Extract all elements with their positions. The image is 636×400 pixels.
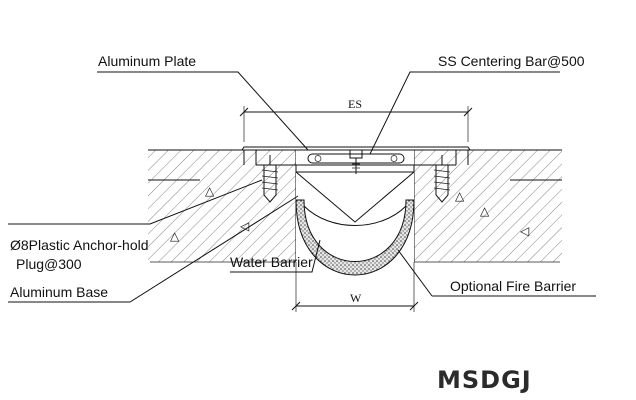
svg-text:△: △ bbox=[170, 229, 180, 243]
anchor-label-line1: Ø8Plastic Anchor-hold bbox=[10, 237, 149, 253]
svg-text:△: △ bbox=[480, 204, 490, 218]
svg-text:△: △ bbox=[205, 184, 215, 198]
svg-text:◁: ◁ bbox=[239, 219, 249, 233]
concrete-slab-right: △ ◁ △ bbox=[413, 149, 562, 263]
svg-text:△: △ bbox=[455, 189, 465, 203]
aluminum-plate-label: Aluminum Plate bbox=[98, 53, 196, 69]
aluminum-base bbox=[295, 171, 415, 223]
centering-bar-label: SS Centering Bar@500 bbox=[438, 53, 585, 69]
water-barrier-label: Water Barrier bbox=[230, 254, 313, 270]
dimension-es: ES bbox=[239, 97, 473, 142]
dimension-w-label: W bbox=[350, 291, 362, 305]
aluminum-base-label: Aluminum Base bbox=[10, 284, 108, 300]
brand-logo: MSDGJ bbox=[437, 366, 532, 394]
dimension-es-label: ES bbox=[348, 97, 362, 111]
anchor-plug-left bbox=[261, 155, 279, 203]
anchor-label-line2: Plug@300 bbox=[16, 256, 82, 272]
water-barrier bbox=[295, 199, 415, 276]
fire-barrier-label: Optional Fire Barrier bbox=[450, 278, 576, 294]
concrete-slab-left: △ △ ◁ bbox=[148, 149, 297, 263]
centering-bar bbox=[307, 149, 405, 174]
anchor-plug-right bbox=[433, 155, 451, 203]
dimension-w: W bbox=[291, 262, 419, 312]
svg-text:◁: ◁ bbox=[519, 224, 529, 238]
leader-lines bbox=[8, 71, 596, 303]
